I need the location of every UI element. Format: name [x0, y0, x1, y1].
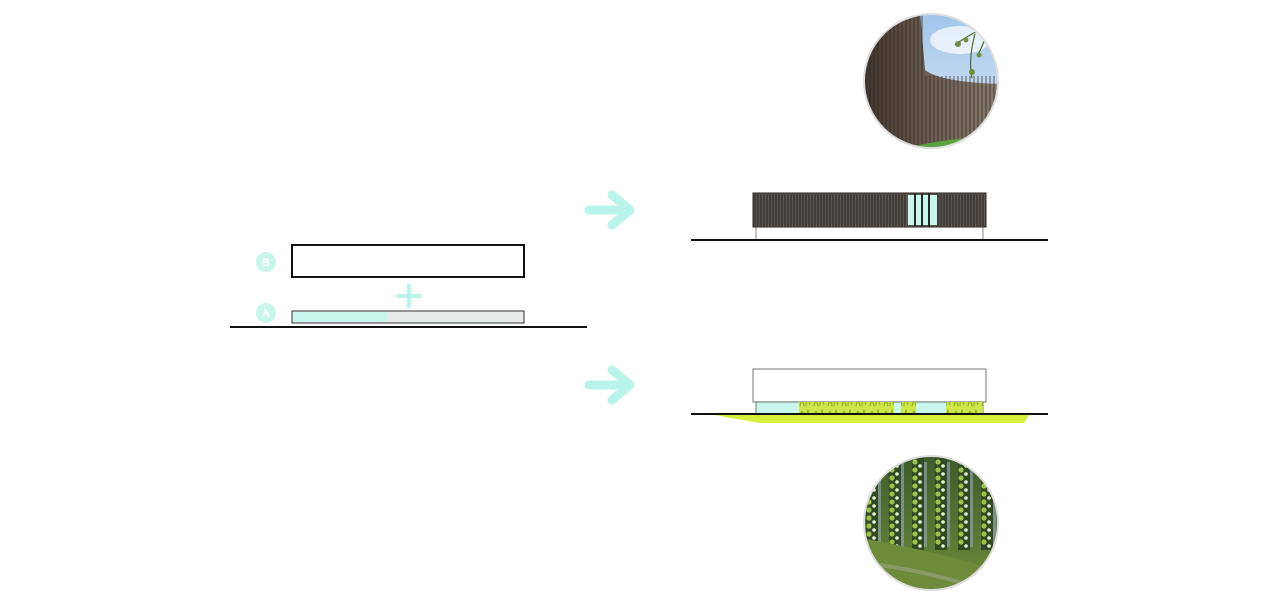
grass-strip — [708, 414, 1030, 423]
arrow-right-icon — [584, 365, 635, 405]
box-b — [291, 244, 525, 278]
timber-slat-wall-photo — [863, 13, 999, 149]
label-b-text: B — [262, 257, 270, 269]
strip-a — [291, 310, 525, 324]
roof-box — [752, 368, 987, 403]
label-b-badge: B — [256, 252, 276, 272]
label-a-text: A — [262, 308, 270, 320]
arrow-right-icon — [584, 190, 635, 230]
slat-lines — [754, 194, 984, 226]
vine-panel — [799, 402, 894, 414]
plus-icon — [397, 284, 421, 308]
slat-elevation — [691, 192, 1048, 241]
label-a-badge: A — [256, 303, 276, 323]
green-elevation — [691, 368, 1048, 423]
green-vine-facade-photo — [863, 455, 999, 591]
vine-panel — [901, 402, 916, 414]
opening-mullions — [914, 193, 930, 227]
components-group: B A — [230, 244, 587, 328]
vine-panel — [946, 402, 983, 414]
